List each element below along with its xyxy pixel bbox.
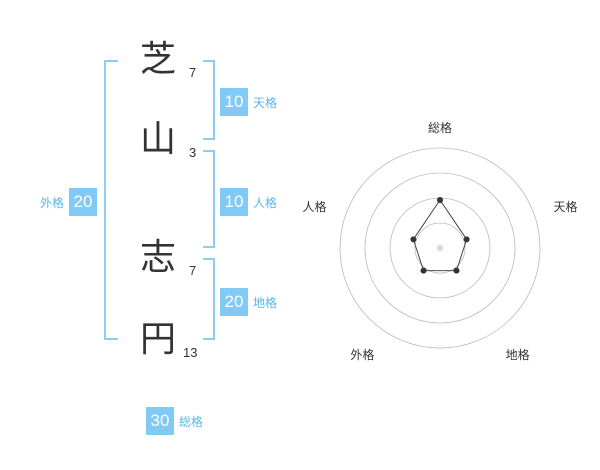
tenkaku-value: 10	[220, 88, 248, 116]
chikaku-value: 20	[220, 288, 248, 316]
tenkaku-bracket	[203, 60, 215, 140]
tenkaku-label: 天格	[253, 95, 278, 110]
gaikaku-badge: 外格 20	[40, 188, 98, 216]
stroke-count-1: 7	[189, 65, 197, 80]
radar-point-5	[410, 236, 417, 243]
radar-point-1	[437, 197, 443, 203]
radar-axis-label-3: 地格	[506, 347, 530, 362]
radar-axis-label-5: 人格	[302, 199, 326, 214]
jinkaku-bracket	[203, 150, 215, 248]
radar-point-2	[463, 236, 470, 243]
stroke-count-3: 7	[189, 263, 197, 278]
radar-axis-label-1: 総格	[428, 120, 452, 135]
gaikaku-bracket	[104, 60, 118, 340]
jinkaku-value: 10	[220, 188, 248, 216]
radar-ring-1	[414, 222, 466, 274]
stroke-count-4: 13	[183, 345, 198, 360]
radar-center-dot	[436, 244, 444, 252]
chikaku-badge: 20 地格	[220, 288, 277, 316]
chikaku-bracket	[203, 258, 215, 340]
soukaku-badge: 30 総格	[146, 407, 203, 435]
radar-ring-3	[364, 172, 516, 324]
radar-ring-4	[339, 147, 541, 349]
radar-series	[410, 197, 470, 274]
name-char-1: 芝	[139, 39, 176, 80]
stroke-count-2: 3	[189, 145, 197, 160]
name-char-4: 円	[139, 319, 176, 360]
radar-point-4	[420, 267, 427, 274]
radar-point-3	[453, 267, 460, 274]
jinkaku-label: 人格	[253, 195, 278, 210]
tenkaku-badge: 10 天格	[220, 88, 277, 116]
radar-axis-label-4: 外格	[350, 347, 374, 362]
gaikaku-label: 外格	[40, 195, 65, 210]
name-char-2: 山	[139, 119, 176, 160]
radar-axis-label-2: 天格	[554, 199, 578, 214]
jinkaku-badge: 10 人格	[220, 188, 277, 216]
name-char-3: 志	[139, 237, 176, 278]
gaikaku-value: 20	[69, 188, 98, 216]
chikaku-label: 地格	[253, 295, 278, 310]
soukaku-value: 30	[146, 407, 174, 435]
soukaku-label: 総格	[179, 414, 204, 429]
radar-series-polygon	[412, 199, 468, 272]
